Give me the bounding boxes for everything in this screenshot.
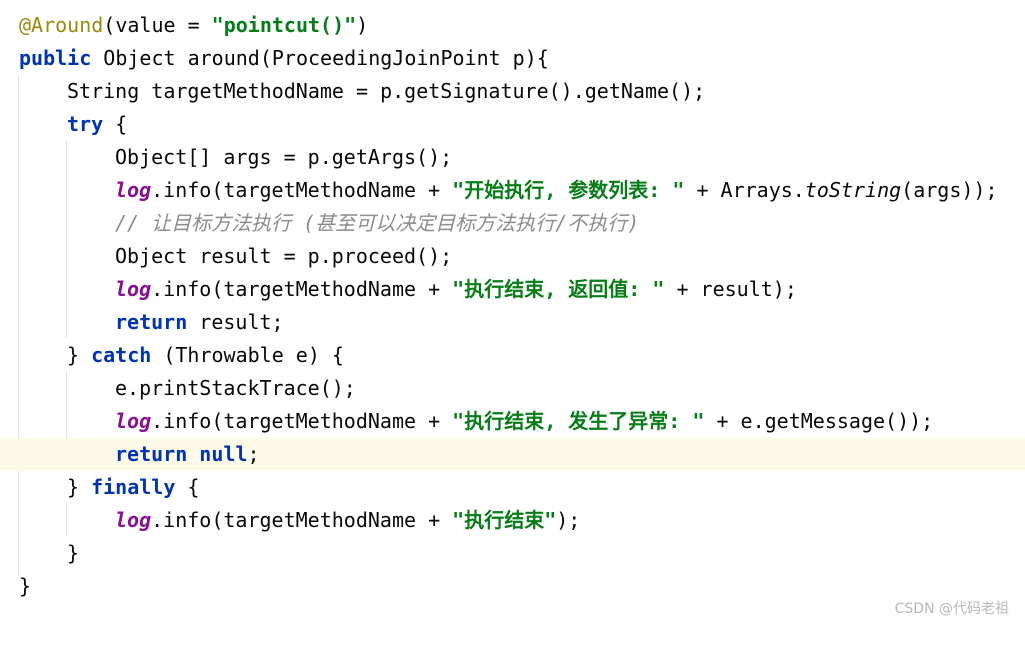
field-token: log <box>115 178 152 202</box>
code-text: + Arrays. <box>684 178 805 202</box>
field-token: log <box>115 277 152 301</box>
code-text: .info(targetMethodName + <box>151 508 453 532</box>
code-line-18[interactable]: } <box>0 570 1025 603</box>
indent-guide <box>66 503 67 536</box>
string-literal: "pointcut()" <box>211 13 357 37</box>
string-literal: "执行结束, 发生了异常: " <box>452 409 705 433</box>
code-text <box>187 442 199 466</box>
code-editor[interactable]: @Around(value = "pointcut()") public Obj… <box>0 0 1025 630</box>
code-text: e.printStackTrace(); <box>115 376 356 400</box>
code-line-8[interactable]: Object result = p.proceed(); <box>0 240 1025 273</box>
code-line-15[interactable]: } finally { <box>0 471 1025 504</box>
code-line-2[interactable]: public Object around(ProceedingJoinPoint… <box>0 42 1025 75</box>
code-line-16[interactable]: log.info(targetMethodName + "执行结束"); <box>0 504 1025 537</box>
code-text: Object around(ProceedingJoinPoint p){ <box>91 46 549 70</box>
keyword-token: finally <box>91 475 176 499</box>
keyword-token: try <box>67 112 104 136</box>
code-line-13[interactable]: log.info(targetMethodName + "执行结束, 发生了异常… <box>0 405 1025 438</box>
string-literal: "执行结束, 返回值: " <box>452 277 665 301</box>
keyword-token: return <box>115 442 188 466</box>
code-line-11[interactable]: } catch (Throwable e) { <box>0 339 1025 372</box>
code-line-9[interactable]: log.info(targetMethodName + "执行结束, 返回值: … <box>0 273 1025 306</box>
code-text: } <box>19 574 32 598</box>
code-line-12[interactable]: e.printStackTrace(); <box>0 372 1025 405</box>
field-token: log <box>115 409 152 433</box>
annotation-token: @Around <box>19 13 104 37</box>
comment-token: // 让目标方法执行 (甚至可以决定目标方法执行/不执行) <box>115 211 640 235</box>
field-token: log <box>115 508 152 532</box>
keyword-token: catch <box>91 343 152 367</box>
code-text: Object[] args = p.getArgs(); <box>115 145 453 169</box>
code-text: } <box>67 343 92 367</box>
code-text: + e.getMessage()); <box>704 409 934 433</box>
code-text: String targetMethodName = p.getSignature… <box>67 79 706 103</box>
code-text: .info(targetMethodName + <box>151 277 453 301</box>
code-line-14-current[interactable]: return null; <box>0 438 1025 471</box>
code-text: .info(targetMethodName + <box>151 178 453 202</box>
code-line-3[interactable]: String targetMethodName = p.getSignature… <box>0 75 1025 108</box>
code-text: result; <box>187 310 284 334</box>
code-text: + result); <box>664 277 797 301</box>
code-line-1[interactable]: @Around(value = "pointcut()") <box>0 9 1025 42</box>
code-text: (Throwable e) { <box>151 343 344 367</box>
indent-guide <box>66 140 67 338</box>
code-text: } <box>67 475 92 499</box>
watermark: CSDN @代码老祖 <box>894 601 1009 617</box>
keyword-token: return <box>115 310 188 334</box>
string-literal: "开始执行, 参数列表: " <box>452 178 685 202</box>
code-text: { <box>103 112 128 136</box>
keyword-token: null <box>199 442 248 466</box>
code-line-5[interactable]: Object[] args = p.getArgs(); <box>0 141 1025 174</box>
code-text: } <box>67 541 80 565</box>
string-literal: "执行结束" <box>452 508 557 532</box>
code-text: ) <box>356 13 369 37</box>
keyword-token: public <box>19 46 92 70</box>
static-method-token: toString <box>804 178 902 202</box>
code-text: ); <box>556 508 581 532</box>
indent-guide <box>66 371 67 470</box>
code-text: (value = <box>103 13 212 37</box>
code-line-7[interactable]: // 让目标方法执行 (甚至可以决定目标方法执行/不执行) <box>0 207 1025 240</box>
code-line-17[interactable]: } <box>0 537 1025 570</box>
code-line-4[interactable]: try { <box>0 108 1025 141</box>
code-line-10[interactable]: return result; <box>0 306 1025 339</box>
code-line-6[interactable]: log.info(targetMethodName + "开始执行, 参数列表:… <box>0 174 1025 207</box>
code-text: ; <box>247 442 260 466</box>
indent-guide <box>18 75 19 575</box>
code-text: .info(targetMethodName + <box>151 409 453 433</box>
code-text: Object result = p.proceed(); <box>115 244 453 268</box>
code-text: (args)); <box>901 178 998 202</box>
code-text: { <box>175 475 200 499</box>
